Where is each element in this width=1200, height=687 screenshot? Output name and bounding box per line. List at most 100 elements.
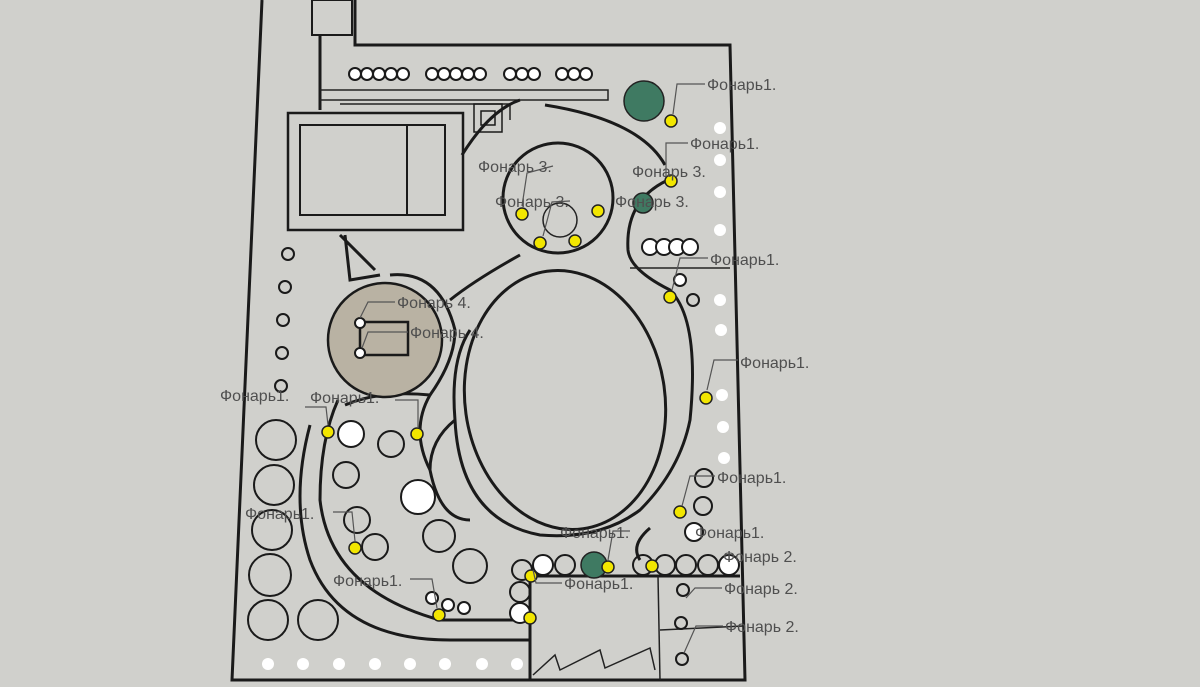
- white-dot: [714, 294, 726, 306]
- leader-line: [683, 625, 723, 654]
- white-dot: [404, 658, 416, 670]
- lamp-icon: [321, 425, 335, 439]
- tree: [337, 420, 365, 448]
- lamp-icon: [432, 608, 446, 622]
- tree: [441, 598, 455, 612]
- hedge-shrub: [527, 67, 541, 81]
- tree: [343, 506, 371, 534]
- white-dot: [476, 658, 488, 670]
- tree: [681, 238, 699, 256]
- lamp-icon: [663, 290, 677, 304]
- tree: [251, 509, 293, 551]
- hedge-shrub: [360, 67, 374, 81]
- tree: [297, 599, 339, 641]
- hedge-shrub: [515, 67, 529, 81]
- top-hedge: [348, 67, 593, 81]
- tree: [253, 464, 295, 506]
- white-dot: [369, 658, 381, 670]
- leader-line: [706, 359, 738, 391]
- lamp-labels: Фонарь1.Фонарь1.Фонарь 3.Фонарь 3.Фонарь…: [220, 77, 809, 636]
- leader-line: [671, 257, 708, 291]
- tree: [684, 522, 704, 542]
- lamp-label: Фонарь 4.: [397, 295, 471, 312]
- tree: [377, 430, 405, 458]
- lamp-label: Фонарь1.: [564, 576, 633, 593]
- tree: [457, 601, 471, 615]
- bush: [632, 192, 654, 214]
- white-dot: [714, 186, 726, 198]
- hedge-shrub: [384, 67, 398, 81]
- garden-paths: [298, 103, 744, 681]
- trees: [247, 80, 740, 670]
- tree: [509, 581, 531, 603]
- lamp-icon: [664, 174, 678, 188]
- small-tree: [276, 313, 290, 327]
- leader-line: [681, 475, 715, 507]
- plot-boundary: [230, 0, 747, 682]
- hedge-shrub: [449, 67, 463, 81]
- hedge-shrub: [425, 67, 439, 81]
- tree: [554, 554, 576, 576]
- white-dot: [511, 658, 523, 670]
- hedge-shrub: [503, 67, 517, 81]
- tree: [247, 599, 289, 641]
- lamp-label: Фонарь 2.: [723, 549, 797, 566]
- house: [286, 98, 521, 232]
- hedge-shrub: [473, 67, 487, 81]
- lamp-label: Фонарь1.: [740, 355, 809, 372]
- white-dot: [716, 389, 728, 401]
- lamp-icon: [591, 204, 605, 218]
- leader-line: [333, 511, 356, 542]
- gravel-patio: [326, 281, 444, 399]
- tree: [718, 554, 740, 576]
- tree: [676, 583, 690, 597]
- hedge-shrub: [437, 67, 451, 81]
- lamp-icon: [348, 541, 362, 555]
- lamp-label: Фонарь1.: [333, 573, 402, 590]
- leader-line: [532, 569, 562, 584]
- white-dot: [714, 122, 726, 134]
- tree: [532, 554, 554, 576]
- lamp-icon: [410, 427, 424, 441]
- tree: [332, 461, 360, 489]
- white-dot: [714, 154, 726, 166]
- white-dot: [718, 452, 730, 464]
- white-dot: [333, 658, 345, 670]
- leader-line: [685, 587, 722, 599]
- bush: [623, 80, 665, 122]
- lamp-icon: [568, 234, 582, 248]
- lamp-label: Фонарь1.: [707, 77, 776, 94]
- lamp-label: Фонарь1.: [245, 506, 314, 523]
- lamp-icon: [645, 559, 659, 573]
- lamp-label: Фонарь1.: [710, 252, 779, 269]
- leader-line: [665, 142, 688, 176]
- tree: [697, 554, 719, 576]
- tree: [361, 533, 389, 561]
- tree: [675, 652, 689, 666]
- lamp-icon: [673, 505, 687, 519]
- tree: [694, 468, 714, 488]
- tree: [675, 554, 697, 576]
- leader-line: [395, 399, 419, 428]
- lamp-label: Фонарь1.: [690, 136, 759, 153]
- tree: [422, 519, 456, 553]
- hedge-shrub: [396, 67, 410, 81]
- lamp-icon: [515, 207, 529, 221]
- lamp-icon: [533, 236, 547, 250]
- lamp-label: Фонарь 2.: [724, 581, 798, 598]
- lamp-icon: [354, 347, 366, 359]
- tree: [248, 553, 292, 597]
- leader-line: [410, 578, 438, 609]
- leader-line: [521, 165, 554, 207]
- lamp-label: Фонарь 2.: [725, 619, 799, 636]
- leader-line: [359, 301, 395, 319]
- lamp-icon: [523, 611, 537, 625]
- leader-lines: [305, 83, 738, 654]
- hedge-shrub: [372, 67, 386, 81]
- tree: [674, 616, 688, 630]
- lamp-label: Фонарь1.: [560, 525, 629, 542]
- lamp-label: Фонарь 3.: [478, 159, 552, 176]
- hedge-shrub: [555, 67, 569, 81]
